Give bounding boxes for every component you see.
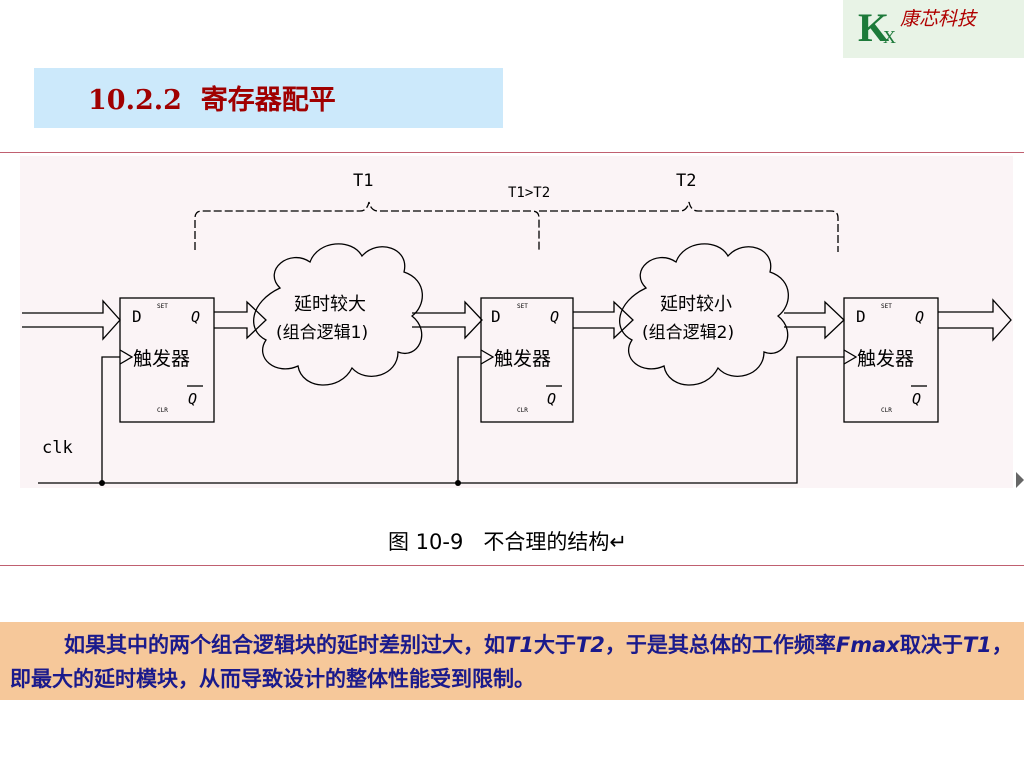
slide-title: 10.2.2 寄存器配平 — [88, 85, 336, 116]
t2-bracket — [539, 201, 839, 252]
output-arrow — [938, 298, 1012, 342]
label-t2: T2 — [676, 171, 696, 191]
svg-text:D: D — [132, 307, 142, 326]
clk-label: clk — [42, 438, 73, 458]
svg-text:CLR: CLR — [517, 407, 528, 414]
svg-text:触发器: 触发器 — [857, 348, 914, 370]
svg-text:SET: SET — [517, 303, 528, 310]
arrow-cloud1-ff2 — [412, 300, 483, 340]
t1-bracket — [194, 201, 540, 250]
flipflop-2 — [480, 297, 574, 423]
cloud-2 — [619, 243, 789, 386]
figure-caption: 图 10-9 不合理的结构↵ — [388, 530, 627, 554]
logo-letter-x: X — [883, 27, 896, 47]
paragraph-background — [0, 622, 1024, 700]
svg-text:Q: Q — [550, 308, 559, 326]
svg-text:Q: Q — [915, 308, 924, 326]
svg-text:SET: SET — [157, 303, 168, 310]
svg-text:Q: Q — [191, 308, 200, 326]
label-t1-gt-t2: T1>T2 — [508, 185, 550, 201]
clk-wire-ff1 — [101, 356, 120, 483]
cloud-2-line2: (组合逻辑2) — [642, 323, 734, 343]
cloud-1 — [253, 243, 423, 386]
flipflop-3 — [843, 297, 939, 423]
ff2-labels: D Q SET CLR Q 触发器 — [491, 303, 559, 414]
label-t1: T1 — [353, 171, 373, 191]
arrow-ff1-cloud1 — [214, 300, 267, 340]
logo-letter-k: K — [858, 5, 890, 50]
svg-text:D: D — [491, 307, 501, 326]
clk-triangle-1 — [119, 349, 134, 365]
svg-text:Q: Q — [547, 390, 556, 408]
clk-wire-ff2 — [457, 356, 481, 483]
bottom-divider — [0, 565, 1024, 566]
svg-text:触发器: 触发器 — [133, 348, 190, 370]
ff3-labels: D Q SET CLR Q 触发器 — [856, 303, 924, 414]
edge-marker-icon — [1016, 472, 1024, 488]
clk-wire-main — [38, 356, 844, 484]
title-banner — [34, 68, 503, 128]
svg-text:SET: SET — [881, 303, 892, 310]
clk-triangle-3 — [843, 349, 858, 365]
svg-text:触发器: 触发器 — [494, 348, 551, 370]
ff1-labels: D Q SET CLR Q 触发器 — [132, 303, 200, 414]
clk-junction-2 — [455, 480, 461, 486]
clk-junction-1 — [99, 480, 105, 486]
svg-text:CLR: CLR — [157, 407, 168, 414]
svg-text:CLR: CLR — [881, 407, 892, 414]
arrow-cloud2-ff3 — [784, 300, 845, 340]
logo-company-name: 康芯科技 — [900, 8, 977, 30]
cloud-2-line1: 延时较小 — [660, 294, 732, 315]
logo-background — [843, 0, 1024, 58]
cloud-1-line2: (组合逻辑1) — [276, 323, 368, 343]
input-arrow — [22, 299, 121, 341]
svg-text:Q: Q — [912, 390, 921, 408]
clk-triangle-2 — [480, 349, 495, 365]
svg-text:Q: Q — [188, 390, 197, 408]
arrow-ff2-cloud2 — [573, 300, 634, 340]
cloud-1-line1: 延时较大 — [294, 294, 366, 315]
top-divider — [0, 152, 1024, 153]
flipflop-1 — [119, 297, 215, 423]
body-paragraph: 如果其中的两个组合逻辑块的延时差别过大，如T1大于T2，于是其总体的工作频率Fm… — [10, 632, 1013, 691]
svg-text:D: D — [856, 307, 866, 326]
